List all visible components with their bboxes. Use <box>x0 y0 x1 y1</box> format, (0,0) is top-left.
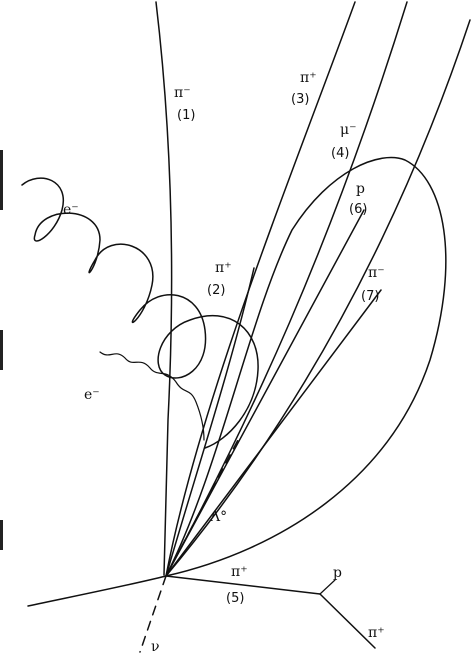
track-p-6 <box>166 290 381 576</box>
tracks <box>22 2 470 652</box>
label-lambda0: Λ° <box>209 509 227 525</box>
label-p-6: p <box>356 181 365 197</box>
track-beam-left <box>28 576 166 606</box>
label-pi-minus-7: π⁻ <box>368 265 385 281</box>
label-number-7: (7) <box>361 289 379 304</box>
label-pi-plus-decay: π⁺ <box>368 625 385 641</box>
label-number-3: (3) <box>291 92 309 107</box>
label-pi-plus-5: π⁺ <box>231 564 248 580</box>
track-pi-plus-3 <box>166 2 355 576</box>
label-number-5: (5) <box>226 591 244 606</box>
label-pi-minus-1: π⁻ <box>174 85 191 101</box>
label-e-minus-lower: e⁻ <box>84 387 100 403</box>
label-e-minus-top: e⁻ <box>63 202 79 218</box>
label-number-2: (2) <box>207 283 225 298</box>
label-pi-plus-3: π⁺ <box>300 70 317 86</box>
track-decay-pi-plus <box>320 594 375 648</box>
label-pi-plus-2: π⁺ <box>215 260 232 276</box>
label-number-1: (1) <box>177 108 195 123</box>
label-p-decay: p <box>333 565 342 581</box>
track-pi-minus-1 <box>156 2 172 575</box>
label-mu-minus-4: μ⁻ <box>340 122 357 138</box>
track-e-minus-spiral <box>22 178 258 448</box>
track-mu-minus-4 <box>166 210 364 576</box>
track-pi-minus-7-loop <box>166 158 446 576</box>
track-decay-p <box>320 580 335 594</box>
label-nu: ν <box>151 639 160 655</box>
label-number-4: (4) <box>331 146 349 161</box>
track-e-minus-wavy <box>100 352 204 440</box>
label-number-6: (6) <box>349 202 367 217</box>
